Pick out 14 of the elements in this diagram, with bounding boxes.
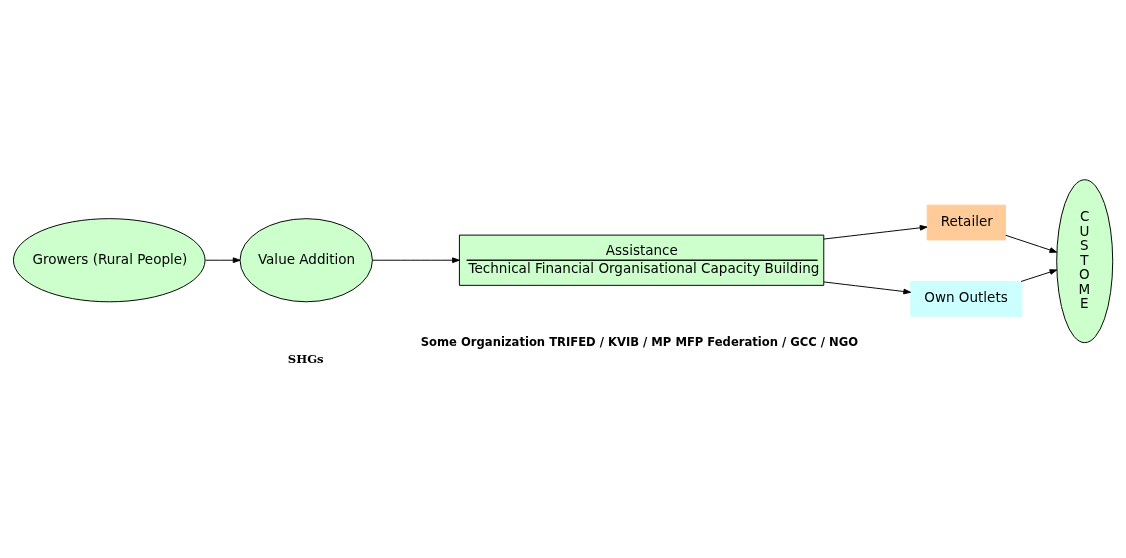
arrow [1020, 269, 1058, 282]
node-ellipse: Growers (Rural People) [12, 218, 206, 303]
node-ellipse: Value Addition [239, 218, 373, 303]
node-ellipse: CUSTOME [1056, 179, 1114, 344]
arrow [372, 257, 460, 264]
label: Some Organization TRIFED / KVIB / MP MFP Federation / GCC / NGO [420, 335, 859, 350]
node-box: Retailer [926, 204, 1006, 241]
node-box: Assistance Technical Financial Organisational Capacity Building [458, 234, 825, 286]
label: SHGs [287, 351, 324, 366]
arrow [823, 224, 928, 240]
node-box: Own Outlets [910, 281, 1023, 317]
arrow [1005, 234, 1058, 253]
arrow [823, 281, 912, 295]
arrow [204, 257, 241, 264]
